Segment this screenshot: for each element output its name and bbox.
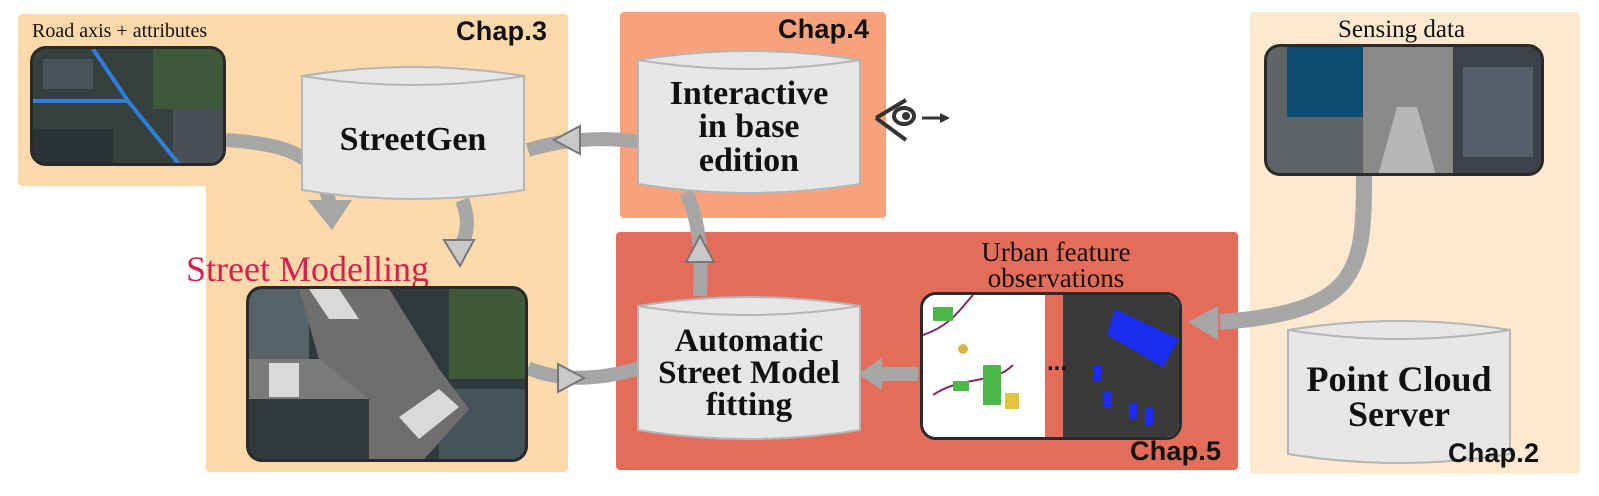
streetgen-label: StreetGen	[339, 121, 487, 159]
chap4-label: Chap.4	[778, 14, 870, 44]
arrowhead-streetgen-down	[442, 239, 476, 269]
automatic-label: Automatic Street Model fitting	[658, 322, 840, 424]
urban-features-picture	[923, 295, 1179, 437]
street-model-picture	[249, 289, 525, 459]
road-axis-caption: Road axis + attributes	[32, 20, 208, 42]
aerial-road-picture	[33, 49, 223, 163]
urban-features-image: ...	[920, 292, 1182, 440]
arrow-sensing-to-features	[1219, 175, 1372, 330]
chap5-label: Chap.5	[1130, 436, 1222, 466]
sensing-data-picture	[1267, 47, 1541, 173]
streetgen-node: StreetGen	[300, 64, 526, 202]
road-axis-image	[30, 46, 226, 166]
arrow-interactive-to-streetgen	[525, 132, 642, 157]
sensing-data-caption: Sensing data	[1338, 16, 1466, 43]
arrowhead-automatic-up	[684, 233, 716, 263]
arrowhead-features-to-automatic	[858, 358, 882, 390]
chap3-label: Chap.3	[456, 16, 548, 46]
street-model-image	[246, 286, 528, 462]
arrowhead-sensing-to-features	[1188, 306, 1218, 340]
interactive-label: Interactive in base edition	[669, 75, 829, 179]
eye-icon	[874, 98, 950, 142]
arrowhead-interactive-to-streetgen	[551, 124, 581, 156]
arrowhead-modelling-to-automatic	[557, 362, 587, 394]
point-cloud-node: Point Cloud Server	[1286, 318, 1512, 466]
ellipsis-mark: ...	[1047, 349, 1068, 376]
street-modelling-title: Street Modelling	[186, 249, 429, 289]
point-cloud-label: Point Cloud Server	[1306, 358, 1492, 434]
urban-features-caption: Urban feature observations	[981, 237, 1131, 293]
arrow-modelling-to-automatic	[525, 361, 643, 385]
interactive-node: Interactive in base edition	[636, 48, 862, 196]
chap2-label: Chap.2	[1448, 438, 1540, 468]
automatic-node: Automatic Street Model fitting	[636, 294, 862, 442]
arrowhead-roadaxis	[308, 200, 352, 230]
sensing-data-image	[1264, 44, 1544, 176]
